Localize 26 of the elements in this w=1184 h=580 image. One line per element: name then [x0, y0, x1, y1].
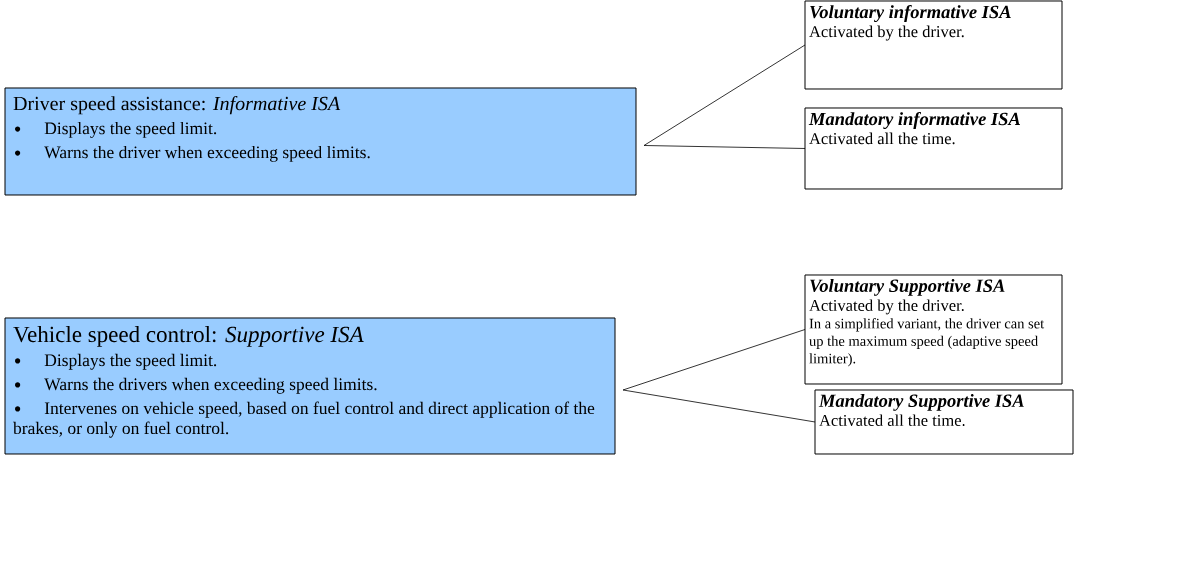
box-text: Activated by the driver.: [809, 299, 964, 315]
connector-line: [643, 44, 806, 146]
info-box: [4, 317, 616, 455]
box-heading: Voluntary Supportive ISA: [810, 279, 1005, 296]
bullet-item: Intervenes on vehicle speed, based on fuel control and direct application of the brakes, or only on fuel control.: [13, 401, 595, 438]
connector-line: [622, 389, 816, 423]
bullet-item: Warns the drivers when exceeding speed limits.: [15, 377, 377, 394]
info-box: [804, 0, 1063, 90]
box-note: In a simplified variant, the driver can set up the maximum speed (adaptive speed limiter).: [809, 318, 1045, 367]
connector-line: [643, 145, 806, 149]
info-box: [804, 107, 1063, 190]
box-text: Activated by the driver.: [809, 25, 964, 41]
bullet-item: Displays the speed limit.: [15, 353, 217, 370]
box-heading: Voluntary informative ISA: [810, 5, 1011, 22]
info-box: [804, 274, 1063, 385]
bullet-item: Warns the driver when exceeding speed limits.: [15, 145, 370, 162]
box-text: Activated all the time.: [809, 132, 955, 145]
box-heading: Vehicle speed control: Supportive ISA: [13, 326, 364, 347]
box-text: Activated all the time.: [819, 414, 965, 427]
connector-line: [622, 329, 806, 391]
box-heading: Driver speed assistance: Informative ISA: [13, 96, 341, 115]
box-heading: Mandatory Supportive ISA: [818, 394, 1024, 411]
info-box: [4, 87, 637, 196]
info-box: [814, 389, 1074, 455]
box-heading: Mandatory informative ISA: [808, 112, 1020, 129]
bullet-item: Displays the speed limit.: [15, 121, 217, 138]
